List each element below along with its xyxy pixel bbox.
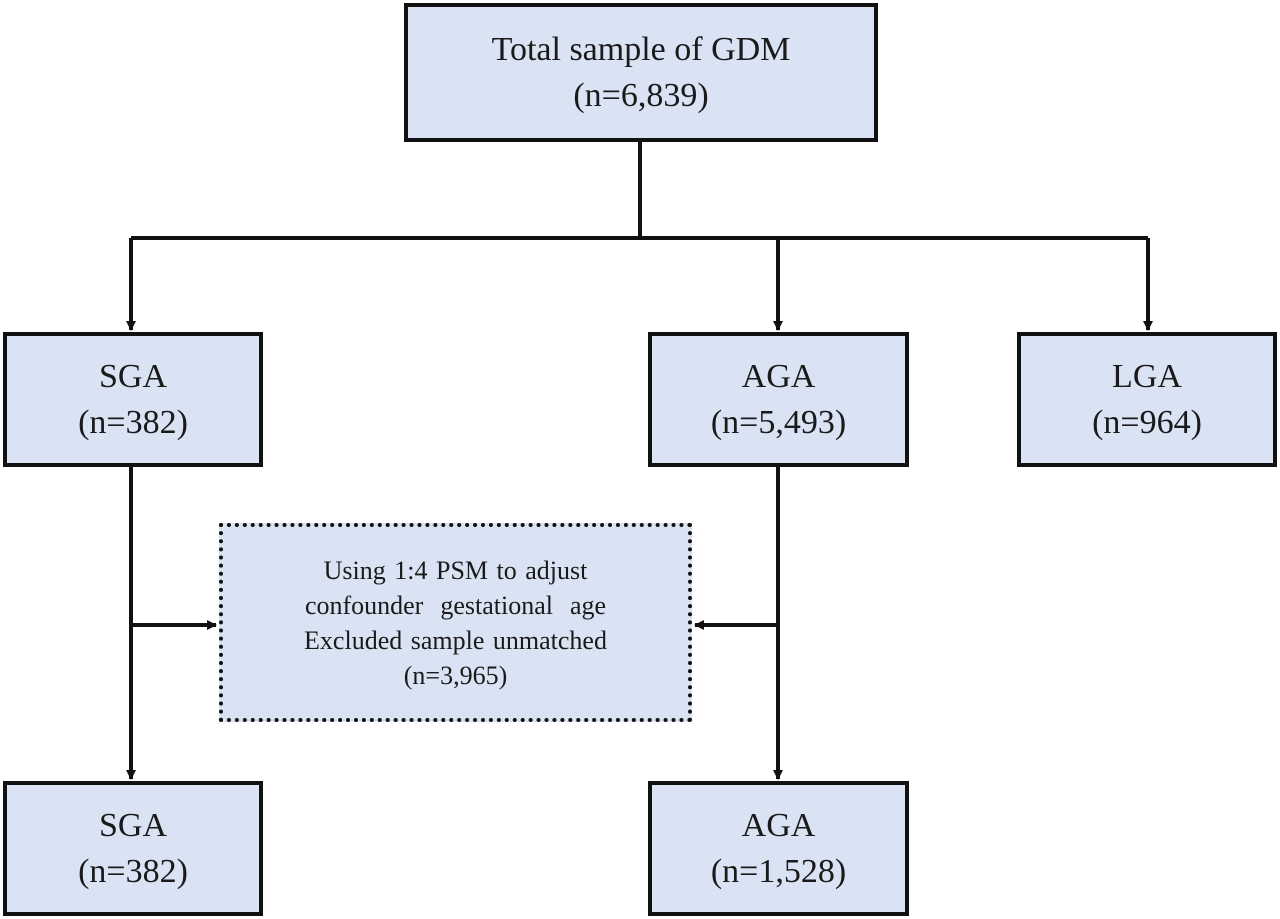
- node-aga-matched: AGA (n=1,528): [648, 781, 909, 916]
- node-psm-line-1: Using 1:4 PSM to adjust: [323, 555, 588, 585]
- node-psm-count: (n=3,965): [403, 660, 508, 690]
- node-total-sample-label: Total sample of GDM: [491, 30, 791, 68]
- node-aga-matched-count: (n=1,528): [710, 852, 847, 890]
- node-sga-initial-count: (n=382): [78, 403, 188, 441]
- node-aga-initial: AGA (n=5,493): [648, 332, 909, 467]
- node-sga-initial: SGA (n=382): [3, 332, 263, 467]
- node-sga-matched: SGA (n=382): [3, 781, 263, 916]
- node-aga-initial-count: (n=5,493): [710, 403, 847, 441]
- node-psm-line-3: Excluded sample unmatched: [304, 625, 607, 655]
- node-aga-matched-label: AGA: [741, 806, 816, 844]
- node-psm-exclusion: Using 1:4 PSM to adjust confounder gesta…: [219, 523, 692, 722]
- node-sga-matched-count: (n=382): [78, 852, 188, 890]
- node-sga-initial-label: SGA: [98, 357, 168, 395]
- node-lga-label: LGA: [1112, 357, 1182, 395]
- node-psm-line-2: confounder gestational age: [304, 590, 607, 620]
- node-total-sample-count: (n=6,839): [573, 76, 709, 114]
- node-aga-initial-label: AGA: [741, 357, 816, 395]
- node-lga-count: (n=964): [1092, 403, 1202, 441]
- node-sga-matched-label: SGA: [98, 806, 168, 844]
- node-lga: LGA (n=964): [1017, 332, 1277, 467]
- node-total-sample: Total sample of GDM (n=6,839): [404, 3, 878, 142]
